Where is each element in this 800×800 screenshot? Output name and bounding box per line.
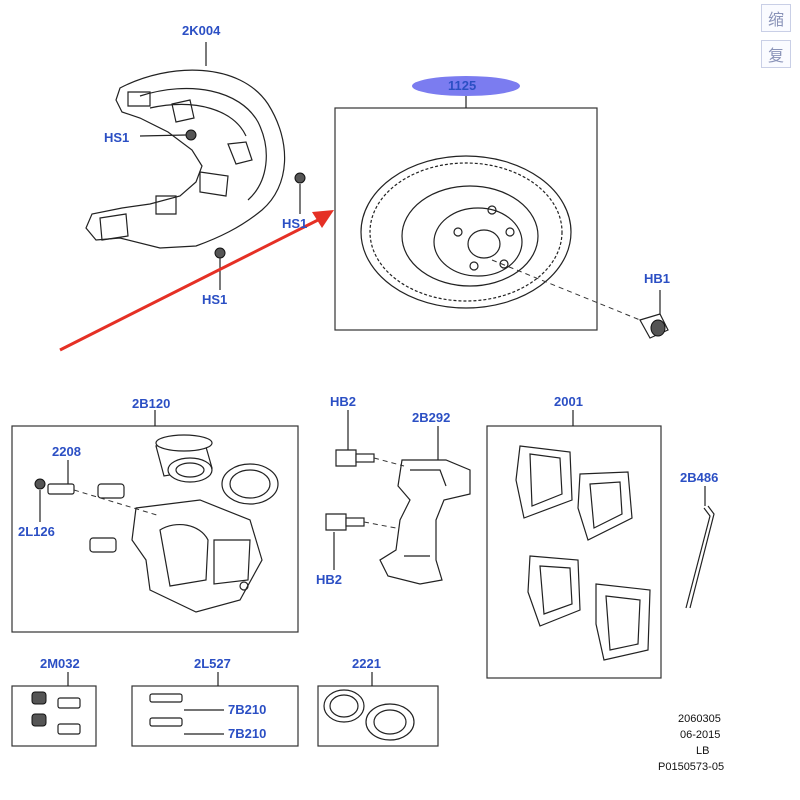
label-7b210-a: 7B210 [228, 702, 266, 717]
carrier-drawing [325, 449, 471, 585]
label-2k004: 2K004 [182, 23, 221, 38]
bushes-drawing [31, 691, 81, 735]
label-2b292: 2B292 [412, 410, 450, 425]
label-hs1-bottom: HS1 [202, 292, 227, 307]
brake-disc-drawing [360, 155, 572, 309]
label-2b120: 2B120 [132, 396, 170, 411]
splash-shield-drawing [85, 42, 306, 290]
label-2221: 2221 [352, 656, 381, 671]
footer-code-4: P0150573-05 [658, 761, 724, 773]
label-hb2-top: HB2 [330, 394, 356, 409]
zoom-button[interactable]: 缩 [761, 4, 791, 32]
seals-frame [317, 685, 439, 747]
hb1-bolt-drawing [639, 290, 669, 339]
red-arrow [59, 210, 334, 352]
label-2001: 2001 [554, 394, 583, 409]
label-hb1: HB1 [644, 271, 670, 286]
clip-drawing [685, 486, 715, 609]
label-2208: 2208 [52, 444, 81, 459]
label-hs1-right: HS1 [282, 216, 307, 231]
label-7b210-b: 7B210 [228, 726, 266, 741]
brake-pads-drawing [515, 445, 651, 661]
guide-pins-drawing [149, 693, 224, 735]
caliper-drawing [34, 434, 279, 613]
disc-label-highlight [412, 76, 520, 96]
label-2l126: 2L126 [18, 524, 55, 539]
seals-drawing [323, 689, 415, 741]
footer-code-3: LB [696, 745, 709, 757]
bushes-frame [11, 685, 97, 747]
label-1125: 1125 [448, 78, 476, 93]
footer-code-2: 06-2015 [680, 729, 720, 741]
copy-button[interactable]: 复 [761, 40, 791, 68]
footer-code-1: 2060305 [678, 713, 721, 725]
label-hs1-top: HS1 [104, 130, 129, 145]
label-2b486: 2B486 [680, 470, 718, 485]
label-2l527: 2L527 [194, 656, 231, 671]
pins-frame [131, 685, 299, 747]
pads-frame [486, 425, 662, 679]
label-2m032: 2M032 [40, 656, 80, 671]
label-hb2-bottom: HB2 [316, 572, 342, 587]
